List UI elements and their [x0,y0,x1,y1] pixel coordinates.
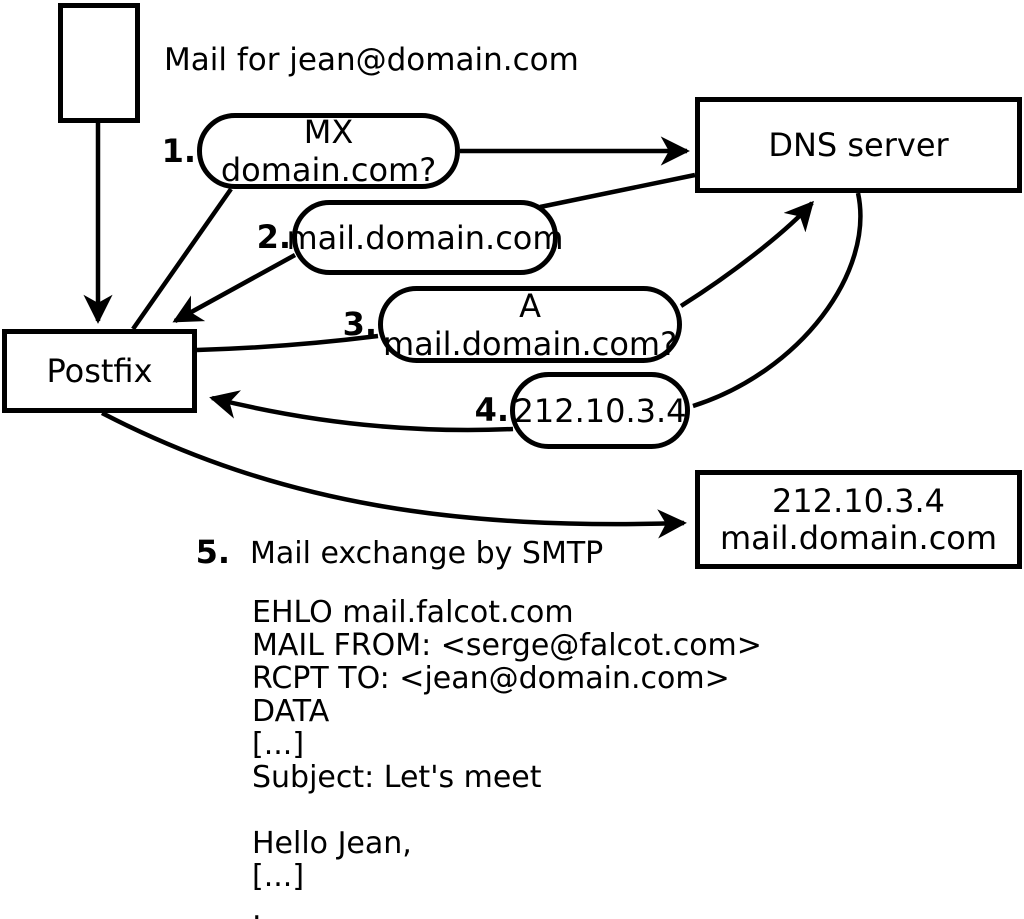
smtp-line-blank [252,794,762,827]
smtp-line-ehlo: EHLO mail.falcot.com [252,595,574,630]
smtp-line-ellipsis-1: [...] [252,727,305,762]
answer-pill-ip: 212.10.3.4 [510,372,690,449]
mail-server-box: 212.10.3.4 mail.domain.com [695,470,1022,569]
answer-pill-ip-label: 212.10.3.4 [513,391,687,430]
query-pill-a-record: A mail.domain.com? [378,286,682,363]
query-pill-a-record-label: A mail.domain.com? [382,286,678,363]
arrow-answer2-to-postfix [172,253,297,323]
smtp-line-subject: Subject: Let's meet [252,760,542,795]
smtp-line-rcpt-to: RCPT TO: <jean@domain.com> [252,661,730,696]
step-number-1: 1. [161,132,196,170]
smtp-line-hello: Hello Jean, [252,826,412,861]
query-pill-mx: MX domain.com? [197,113,460,189]
smtp-line-ellipsis-2: [...] [252,859,305,894]
line-dns-to-answer2 [539,172,696,210]
line-postfix-to-query1 [131,187,233,331]
smtp-line-end-dot: . [252,892,262,919]
mail-server-ip: 212.10.3.4 [771,481,946,520]
arrow-query3-to-dns [679,200,814,308]
mail-server-hostname: mail.domain.com [719,518,998,557]
arrow-postfix-to-mailserver [100,411,687,539]
mail-note-label: Mail for jean@domain.com [164,42,579,78]
step-number-2: 2. [256,218,291,256]
postfix-box: Postfix [2,329,197,413]
answer-pill-mailhost: mail.domain.com [286,200,564,275]
smtp-line-data: DATA [252,694,330,729]
step-number-4: 4. [474,391,509,429]
line-postfix-to-query3 [196,333,379,353]
step5-label: Mail exchange by SMTP [250,536,604,571]
dns-server-box: DNS server [695,97,1022,193]
query-pill-mx-label: MX domain.com? [220,113,437,189]
smtp-transcript: EHLO mail.falcot.com MAIL FROM: <serge@f… [252,596,762,919]
mail-envelope-box [58,3,140,123]
step-number-3: 3. [342,305,377,343]
line-dns-to-answer4 [692,192,863,409]
dns-server-label: DNS server [768,126,949,164]
answer-pill-mailhost-label: mail.domain.com [286,218,564,257]
step-number-5: 5. [195,533,230,571]
arrow-answer4-to-postfix [209,390,514,433]
postfix-label: Postfix [46,352,153,390]
smtp-line-mail-from: MAIL FROM: <serge@falcot.com> [252,628,762,663]
